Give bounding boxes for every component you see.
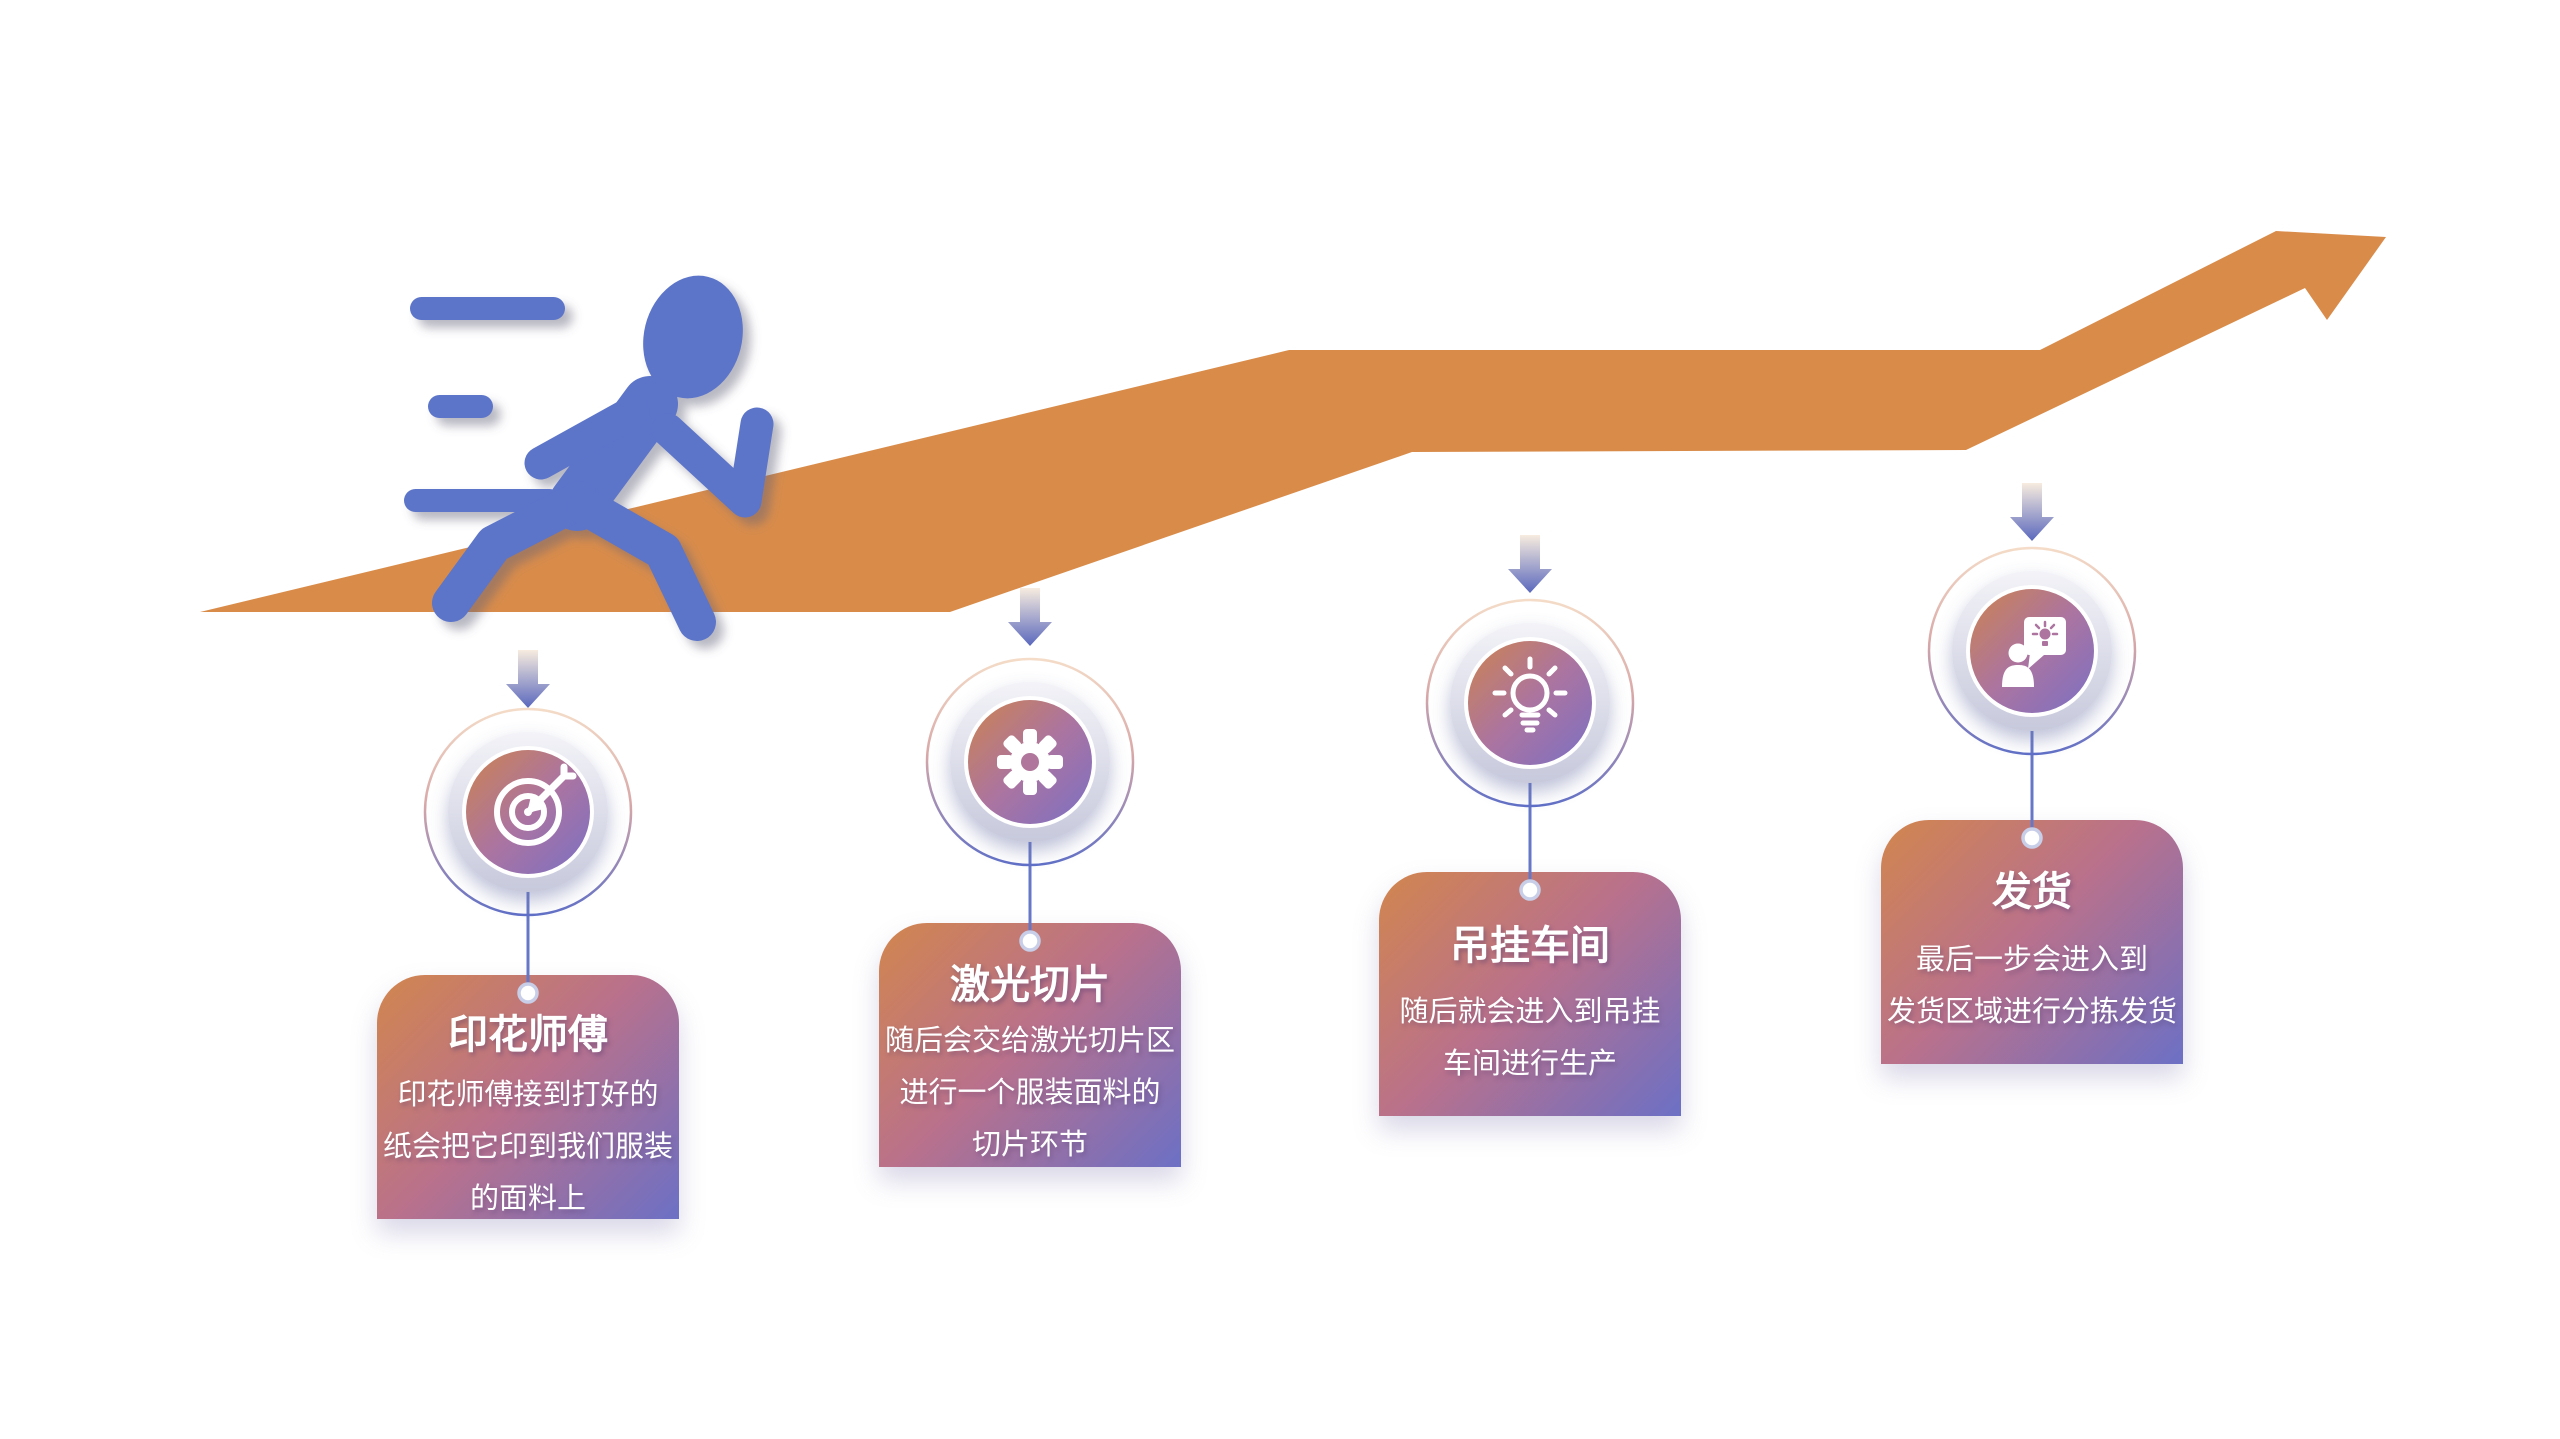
down-arrow-icon: [1508, 535, 1552, 593]
step-icon-circle: [1468, 641, 1592, 765]
step-description-line: 印花师傅接到打好的: [397, 1079, 659, 1111]
runner-icon: [404, 275, 774, 641]
person-idea-icon: [2002, 617, 2066, 687]
connector-dot: [517, 982, 539, 1004]
step-3-graphics: [1425, 535, 1635, 901]
step-title: 吊挂车间: [1450, 924, 1610, 968]
outer-ring: [423, 707, 633, 917]
connector-dot: [2021, 827, 2043, 849]
connector-dot: [1519, 879, 1541, 901]
step-card: 发货 最后一步会进入到 发货区域进行分拣发货: [1881, 820, 2183, 1064]
connector-dot: [1019, 930, 1041, 952]
step-1-graphics: [423, 650, 633, 1004]
speed-line: [428, 395, 493, 418]
step-title: 发货: [1992, 870, 2072, 914]
step-card: 吊挂车间 随后就会进入到吊挂 车间进行生产: [1379, 872, 1681, 1116]
speed-line: [404, 489, 561, 512]
step-description-line: 切片环节: [971, 1129, 1088, 1161]
outer-ring: [1927, 546, 2137, 756]
step-description-line: 纸会把它印到我们服装: [382, 1131, 673, 1163]
step-card: 激光切片 随后会交给激光切片区 进行一个服装面料的 切片环节: [879, 923, 1181, 1167]
down-arrow-icon: [2010, 483, 2054, 541]
speed-line: [410, 297, 565, 320]
outer-ring: [1425, 598, 1635, 808]
step-2-graphics: [925, 588, 1135, 952]
target-icon: [494, 763, 577, 846]
step-description-line: 的面料上: [469, 1183, 586, 1215]
step-title: 印花师傅: [448, 1013, 608, 1057]
lightbulb-icon: [1492, 656, 1568, 733]
step-description-line: 随后会交给激光切片区: [884, 1025, 1175, 1057]
step-4-graphics: [1927, 483, 2137, 849]
step-description-line: 最后一步会进入到: [1915, 944, 2148, 976]
outer-ring: [925, 657, 1135, 867]
step-title: 激光切片: [950, 963, 1110, 1007]
down-arrow-icon: [506, 650, 550, 708]
down-arrow-icon: [1008, 588, 1052, 646]
step-description-line: 进行一个服装面料的: [899, 1077, 1161, 1109]
step-description-line: 发货区域进行分拣发货: [1886, 996, 2177, 1028]
step-description-line: 随后就会进入到吊挂: [1399, 996, 1661, 1028]
gear-icon: [997, 729, 1063, 795]
step-description-line: 车间进行生产: [1442, 1048, 1617, 1080]
step-card: 印花师傅 印花师傅接到打好的 纸会把它印到我们服装 的面料上: [377, 975, 679, 1219]
